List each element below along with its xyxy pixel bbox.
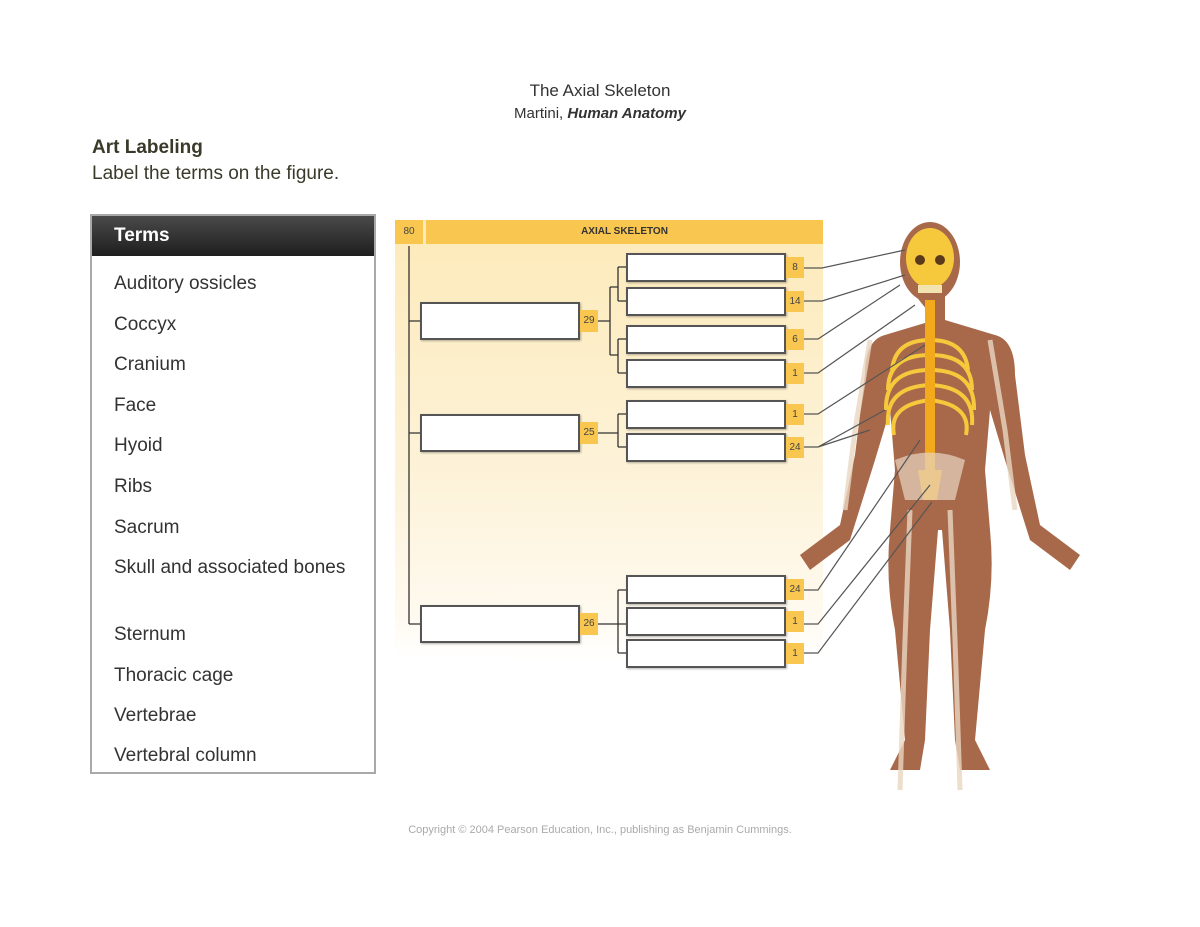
ribs <box>883 338 977 436</box>
human-figure <box>800 222 1080 791</box>
label-box[interactable] <box>626 575 786 604</box>
label-box-group-3[interactable] <box>420 605 580 643</box>
page-title: The Axial Skeleton <box>529 81 671 100</box>
label-box[interactable] <box>626 433 786 462</box>
label-box-group-1[interactable] <box>420 302 580 340</box>
skull <box>906 228 954 288</box>
label-box[interactable] <box>626 325 786 354</box>
label-box[interactable] <box>626 607 786 636</box>
label-box[interactable] <box>626 400 786 429</box>
term-item[interactable]: Face <box>114 395 157 416</box>
label-box[interactable] <box>626 287 786 316</box>
book-title: Human Anatomy <box>567 105 686 122</box>
term-item[interactable]: Coccyx <box>114 314 177 335</box>
count-badge: 14 <box>786 291 804 312</box>
count-badge: 8 <box>786 257 804 278</box>
terms-header: Terms <box>92 216 374 256</box>
term-item[interactable]: Hyoid <box>114 435 163 456</box>
instructions: Label the terms on the figure. <box>92 163 340 184</box>
count-badge: 6 <box>786 329 804 350</box>
count-badge: 26 <box>580 613 598 635</box>
diagram-title: AXIAL SKELETON <box>426 220 823 244</box>
term-item[interactable]: Sternum <box>114 624 186 645</box>
count-badge: 24 <box>786 437 804 458</box>
count-badge: 1 <box>786 643 804 664</box>
count-badge: 1 <box>786 363 804 384</box>
copyright: Copyright © 2004 Pearson Education, Inc.… <box>408 824 792 836</box>
author: Martini, <box>514 105 568 122</box>
term-item[interactable]: Vertebral column <box>114 745 257 766</box>
label-box-group-2[interactable] <box>420 414 580 452</box>
section-heading: Art Labeling <box>92 137 203 158</box>
count-badge: 1 <box>786 404 804 425</box>
page-subtitle: Martini, Human Anatomy <box>0 105 1200 122</box>
label-box[interactable] <box>626 253 786 282</box>
term-item[interactable]: Skull and associated bones <box>114 557 346 578</box>
terms-panel: Terms Auditory ossicles Coccyx Cranium F… <box>90 214 376 774</box>
term-item[interactable]: Sacrum <box>114 517 180 538</box>
term-item[interactable]: Ribs <box>114 476 153 497</box>
vertebral-column <box>925 300 935 470</box>
count-badge: 29 <box>580 310 598 332</box>
term-item[interactable]: Cranium <box>114 354 186 375</box>
label-box[interactable] <box>626 359 786 388</box>
count-badge: 1 <box>786 611 804 632</box>
term-item[interactable]: Thoracic cage <box>114 665 234 686</box>
count-badge: 24 <box>786 579 804 600</box>
label-box[interactable] <box>626 639 786 668</box>
term-item[interactable]: Vertebrae <box>114 705 197 726</box>
total-count: 80 <box>395 220 423 244</box>
count-badge: 25 <box>580 422 598 444</box>
term-item[interactable]: Auditory ossicles <box>114 273 257 294</box>
leader-lines <box>803 249 933 654</box>
tree-lines <box>408 246 626 654</box>
